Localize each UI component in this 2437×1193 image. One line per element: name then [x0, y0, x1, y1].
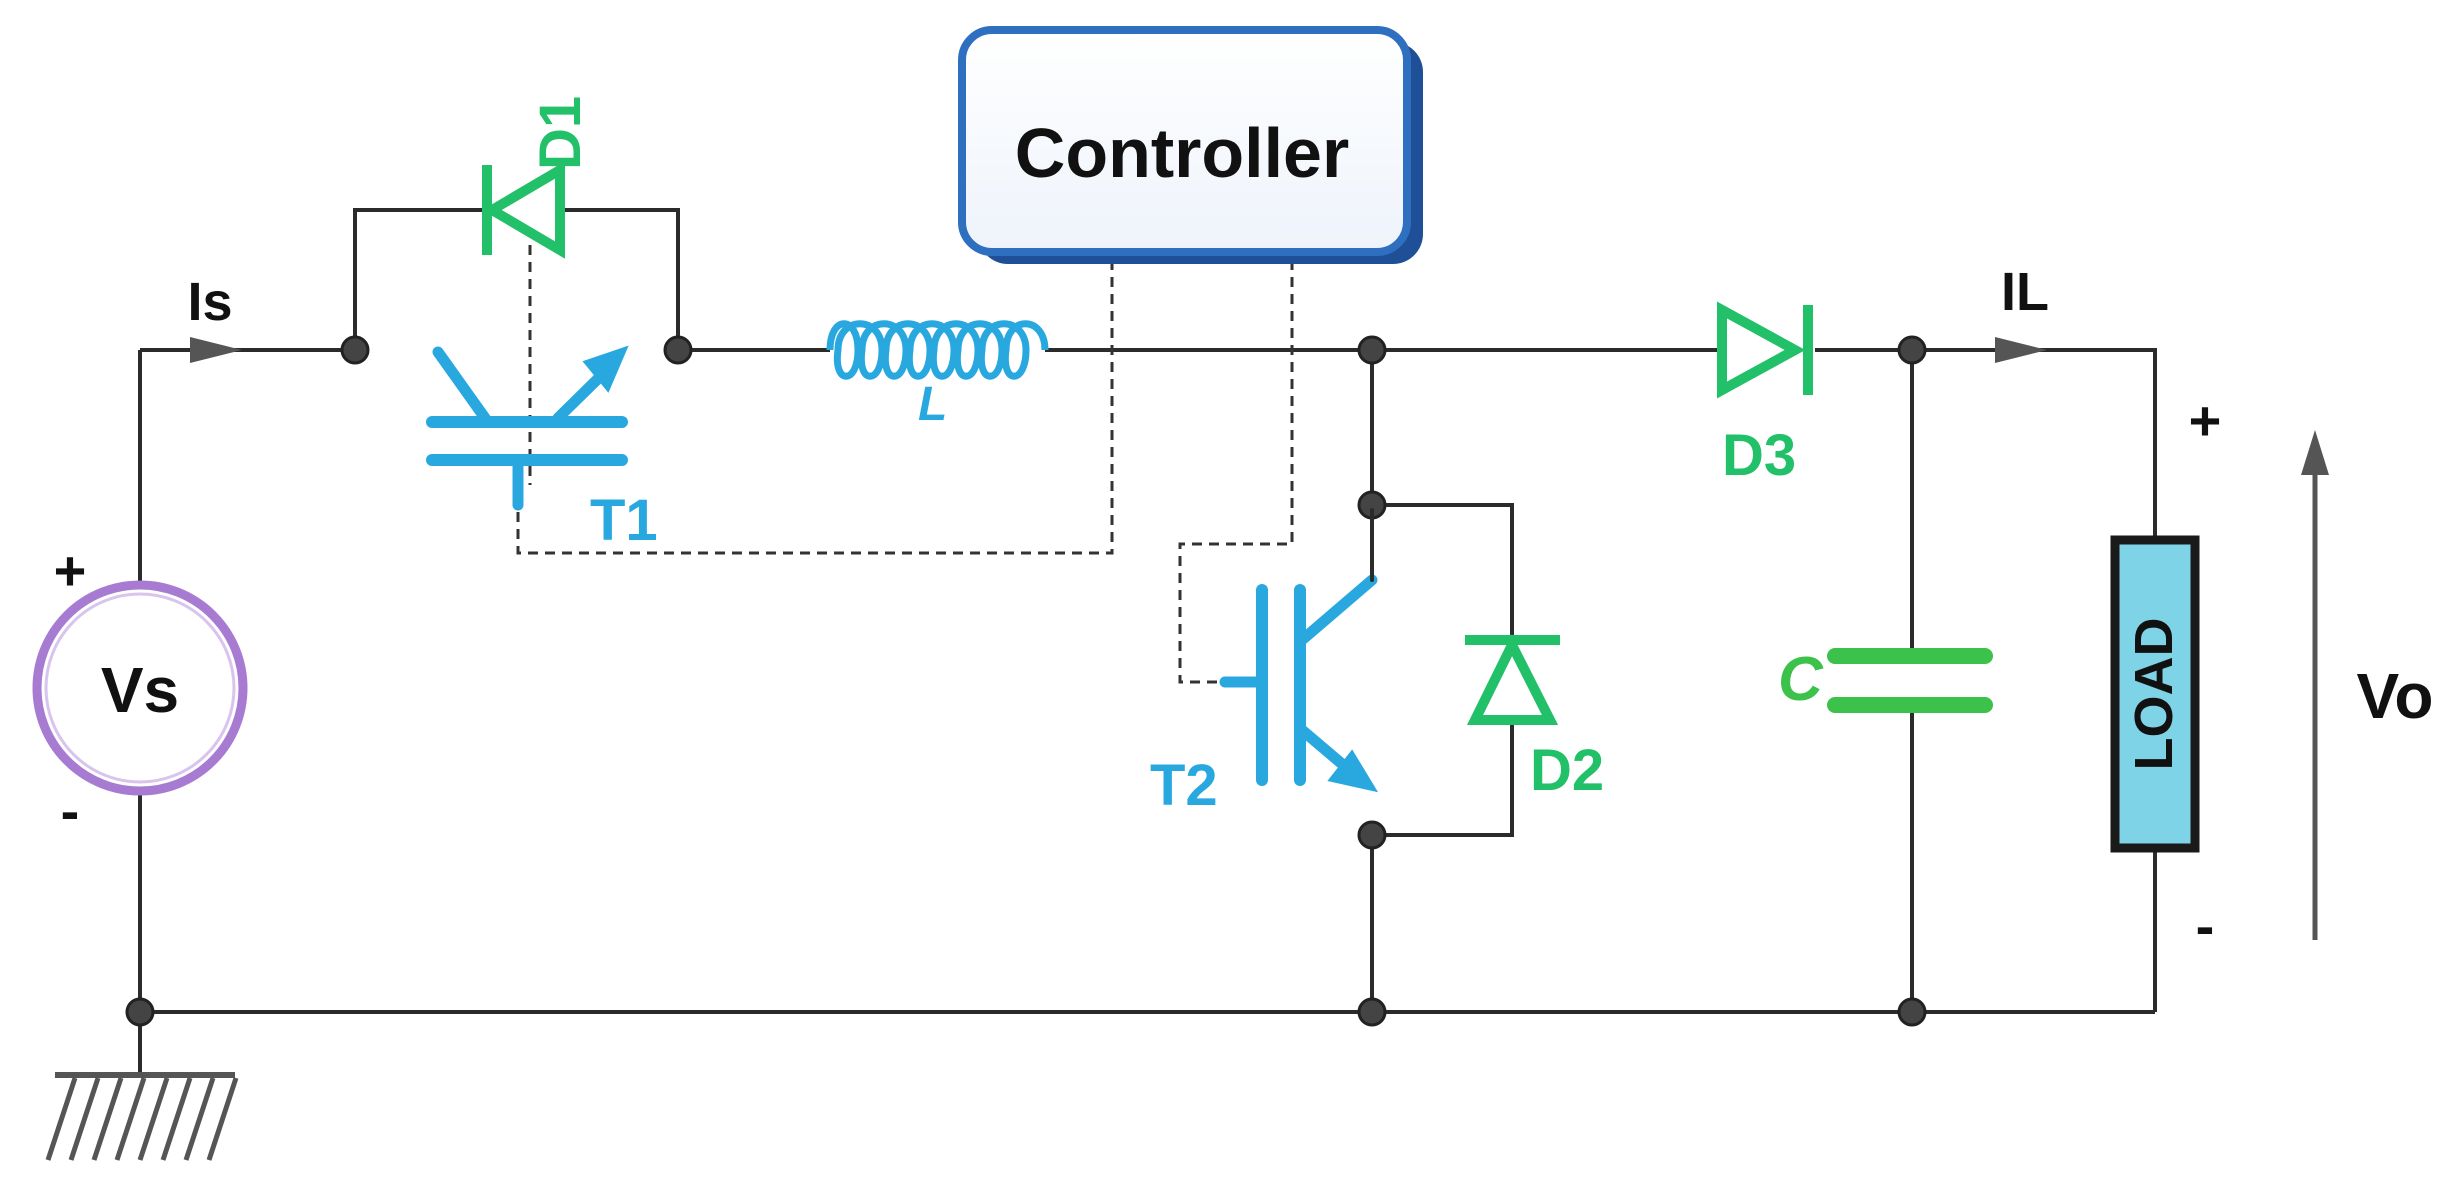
wire-load-top [2150, 348, 2157, 540]
node-t1-left [340, 335, 370, 365]
controller-box: Controller [958, 26, 1423, 264]
diode-d2-label: D2 [1530, 738, 1604, 803]
capacitor-c-label: C [1778, 645, 1824, 714]
source-label: Vs [101, 654, 179, 726]
output-plus: + [2189, 389, 2222, 452]
source-plus: + [54, 539, 87, 602]
output-voltage-arrow-icon [2301, 430, 2329, 940]
diode-d3-icon [1717, 301, 1813, 399]
inductor-l-label: L [918, 378, 947, 431]
diode-d3-label: D3 [1722, 423, 1796, 488]
inductor-l-icon [826, 320, 1049, 380]
output-current-label: IL [2001, 262, 2049, 322]
source-minus: - [61, 779, 80, 842]
node-t2-bottom [1357, 820, 1387, 850]
capacitor-c-icon [1827, 648, 1993, 713]
control-line-t2 [1178, 260, 1294, 684]
load-resistor: LOAD [2110, 535, 2200, 853]
diode-d1-label: D1 [528, 96, 593, 170]
node-cap-bottom [1897, 997, 1927, 1027]
load-label: LOAD [2124, 618, 2184, 771]
output-minus: - [2196, 894, 2215, 957]
ground-icon [45, 1072, 239, 1161]
output-voltage-label: Vo [2356, 660, 2433, 732]
node-switch [1357, 335, 1387, 365]
input-current-label: Is [187, 272, 232, 332]
transistor-t1-icon [426, 345, 629, 511]
source-ring-icon [32, 580, 248, 796]
controller-label: Controller [1015, 114, 1349, 192]
wiring [138, 208, 2157, 1075]
output-current-arrow-icon [1995, 337, 2047, 363]
node-t1-right [663, 335, 693, 365]
control-lines [516, 245, 1294, 684]
node-source-bottom [125, 997, 155, 1027]
wire-d2-loop [1372, 503, 1514, 837]
junction-nodes [125, 335, 1927, 1027]
diode-d2-icon [1465, 633, 1560, 725]
voltage-source: Vs + - [32, 539, 248, 842]
diode-d1-icon [482, 161, 565, 259]
transistor-t2-label: T2 [1150, 753, 1218, 818]
control-line-t1 [516, 260, 1114, 555]
input-current-arrow-icon [190, 337, 242, 363]
node-switch-bottom [1357, 997, 1387, 1027]
transistor-t2-icon [1219, 508, 1379, 793]
node-cap-top [1897, 335, 1927, 365]
wire-d1-bypass [353, 208, 680, 350]
transistor-t1-label: T1 [590, 488, 658, 553]
load-box-icon [2110, 535, 2200, 853]
